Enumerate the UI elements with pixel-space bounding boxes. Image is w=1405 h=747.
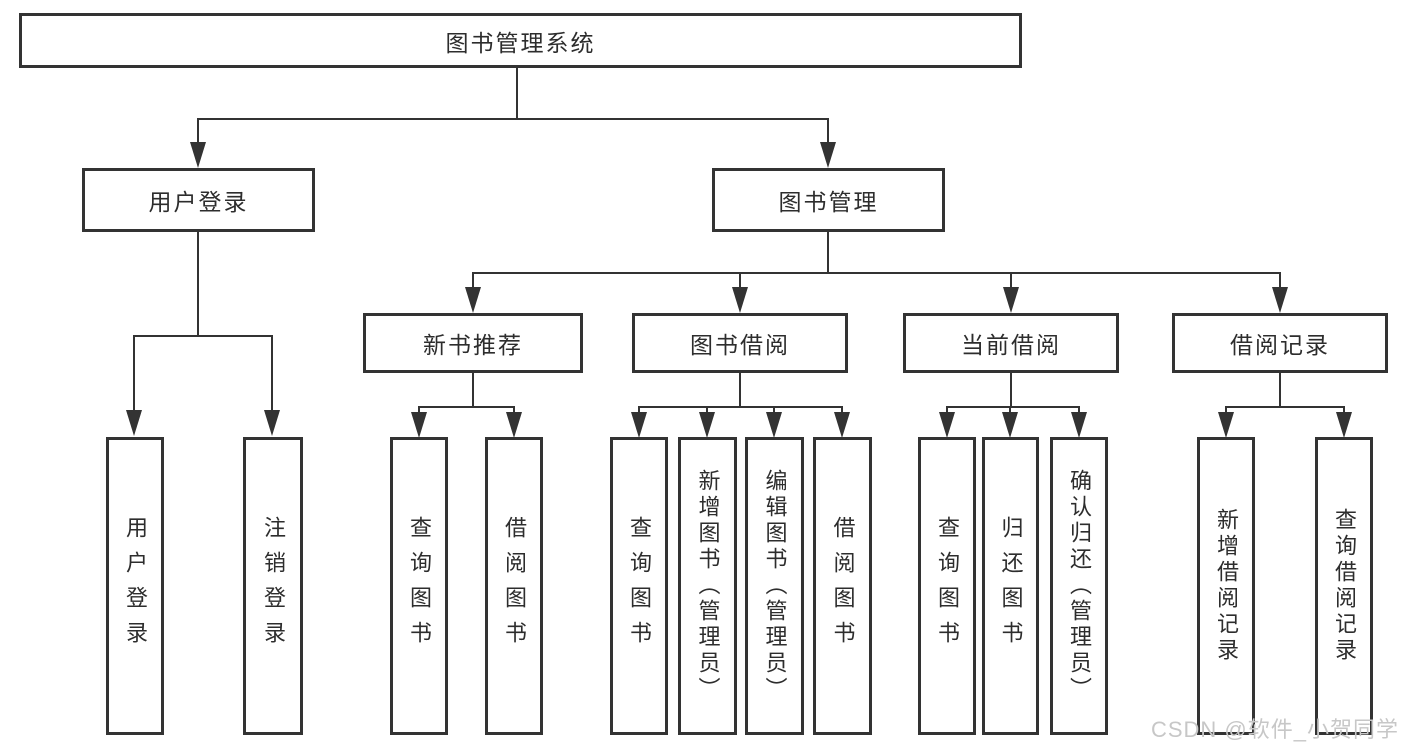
csdn-watermark: CSDN @软件_小贺同学 — [1150, 717, 1399, 742]
connector-line — [1343, 406, 1345, 414]
connector-line — [197, 118, 829, 120]
connector-line — [472, 272, 474, 289]
arrow-down-icon — [939, 412, 955, 438]
connector-line — [638, 406, 640, 414]
connector-line — [472, 272, 1281, 274]
connector-line — [1225, 406, 1227, 414]
connector-line — [638, 406, 843, 408]
connector-line — [739, 272, 741, 289]
leaf-add-borrow-record: 新增借阅记录 — [1197, 437, 1255, 735]
node-current-borrowing: 当前借阅 — [903, 313, 1119, 373]
arrow-down-icon — [1002, 412, 1018, 438]
connector-line — [946, 406, 948, 414]
connector-line — [1279, 272, 1281, 289]
arrow-down-icon — [732, 287, 748, 313]
node-new-book-recommend: 新书推荐 — [363, 313, 583, 373]
connector-line — [418, 406, 515, 408]
connector-line — [197, 118, 199, 145]
connector-line — [706, 406, 708, 414]
leaf-logout: 注销登录 — [243, 437, 303, 735]
leaf-edit-books-admin: 编辑图书（管理员） — [745, 437, 804, 735]
connector-line — [1279, 373, 1281, 406]
arrow-down-icon — [411, 412, 427, 438]
arrow-down-icon — [820, 142, 836, 168]
connector-line — [472, 373, 474, 406]
leaf-query-books: 查询图书 — [918, 437, 976, 735]
connector-line — [827, 232, 829, 273]
connector-line — [513, 406, 515, 414]
arrow-down-icon — [1272, 287, 1288, 313]
connector-line — [197, 232, 199, 336]
arrow-down-icon — [465, 287, 481, 313]
connector-line — [827, 118, 829, 145]
node-book-management: 图书管理 — [712, 168, 945, 232]
arrow-down-icon — [1071, 412, 1087, 438]
arrow-down-icon — [264, 410, 280, 436]
connector-line — [271, 335, 273, 412]
node-user-login: 用户登录 — [82, 168, 315, 232]
connector-line — [1009, 406, 1011, 414]
arrow-down-icon — [631, 412, 647, 438]
node-book-borrowing: 图书借阅 — [632, 313, 848, 373]
arrow-down-icon — [1218, 412, 1234, 438]
leaf-return-books: 归还图书 — [982, 437, 1039, 735]
connector-line — [1078, 406, 1080, 414]
leaf-borrow-books: 借阅图书 — [813, 437, 872, 735]
connector-line — [418, 406, 420, 414]
leaf-add-books-admin: 新增图书（管理员） — [678, 437, 737, 735]
connector-line — [516, 67, 518, 118]
leaf-query-books: 查询图书 — [390, 437, 448, 735]
arrow-down-icon — [1336, 412, 1352, 438]
node-root: 图书管理系统 — [19, 13, 1022, 68]
leaf-query-books: 查询图书 — [610, 437, 668, 735]
connector-line — [1010, 272, 1012, 289]
connector-line — [841, 406, 843, 414]
arrow-down-icon — [506, 412, 522, 438]
connector-line — [1225, 406, 1344, 408]
arrow-down-icon — [699, 412, 715, 438]
connector-line — [1010, 373, 1012, 406]
arrow-down-icon — [190, 142, 206, 168]
leaf-query-borrow-record: 查询借阅记录 — [1315, 437, 1373, 735]
connector-line — [739, 373, 741, 406]
arrow-down-icon — [1003, 287, 1019, 313]
connector-line — [946, 406, 1079, 408]
connector-line — [133, 335, 135, 412]
connector-line — [133, 335, 273, 337]
node-borrowing-records: 借阅记录 — [1172, 313, 1388, 373]
arrow-down-icon — [126, 410, 142, 436]
leaf-borrow-books: 借阅图书 — [485, 437, 543, 735]
arrow-down-icon — [834, 412, 850, 438]
connector-line — [773, 406, 775, 414]
leaf-confirm-return-admin: 确认归还（管理员） — [1050, 437, 1108, 735]
arrow-down-icon — [766, 412, 782, 438]
leaf-user-login: 用户登录 — [106, 437, 164, 735]
